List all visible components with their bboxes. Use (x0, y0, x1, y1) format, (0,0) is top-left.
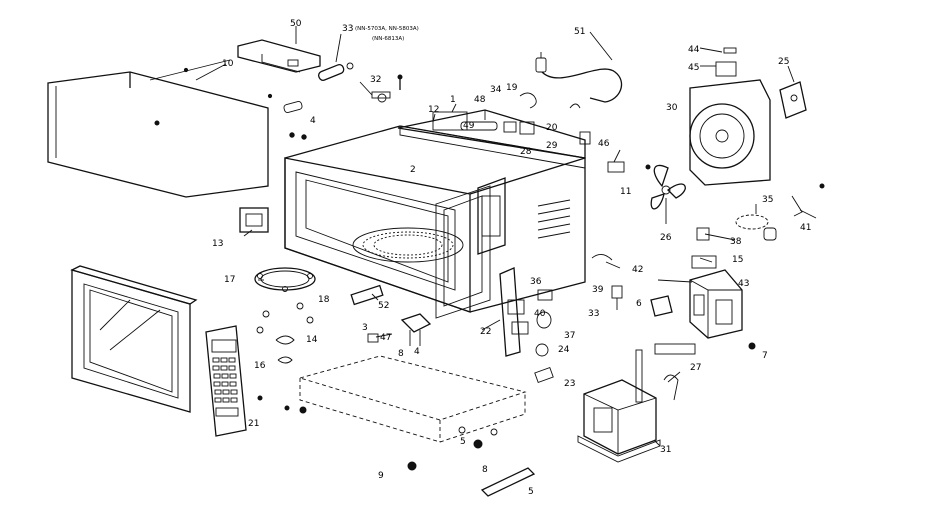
leader-lines (149, 26, 817, 447)
callout-30: 30 (666, 103, 678, 113)
callout-52: 52 (378, 301, 389, 311)
callout-21: 21 (248, 419, 259, 429)
callout-5-bottom: 5 (528, 487, 534, 497)
callout-46: 46 (598, 139, 610, 149)
callout-16: 16 (254, 361, 266, 371)
callout-44: 44 (688, 45, 700, 55)
outer-cabinet (47, 67, 273, 198)
callout-23: 23 (564, 379, 575, 389)
oven-cavity (284, 125, 586, 319)
control-panel (205, 325, 247, 437)
callout-33-bottom: 33 (588, 309, 599, 319)
callout-49: 49 (463, 121, 475, 131)
callout-29: 29 (546, 141, 558, 151)
callout-32: 32 (370, 75, 381, 85)
callout-43: 43 (738, 279, 749, 289)
fuse (318, 62, 354, 81)
callout-34: 34 (490, 85, 502, 95)
callout-2: 2 (410, 165, 416, 175)
callout-5-center: 5 (460, 437, 466, 447)
callout-1: 1 (450, 95, 456, 105)
callout-35: 35 (762, 195, 773, 205)
callout-8-center: 8 (398, 349, 404, 359)
callout-38: 38 (730, 237, 742, 247)
callout-7: 7 (762, 351, 768, 361)
callout-26: 26 (660, 233, 672, 243)
callout-28: 28 (520, 147, 532, 157)
callout-3: 3 (362, 323, 368, 333)
callout-45: 45 (688, 63, 699, 73)
callout-4-center: 4 (414, 347, 420, 357)
callout-24: 24 (558, 345, 570, 355)
callout-40: 40 (534, 309, 546, 319)
magnetron (689, 269, 743, 339)
small-parts-top (283, 74, 651, 173)
shaft-part-5 (480, 467, 536, 497)
callout-19: 19 (506, 83, 518, 93)
callout-17: 17 (224, 275, 235, 285)
back-plate (397, 109, 586, 159)
callout-33-note-1: (NN-5703A, NN-5803A) (355, 26, 419, 32)
parts-27-7 (635, 342, 756, 403)
callout-41: 41 (800, 223, 811, 233)
callout-47: 47 (380, 333, 391, 343)
callout-48: 48 (474, 95, 486, 105)
callout-20: 20 (546, 123, 558, 133)
callout-33-top: 33 (342, 24, 353, 34)
callout-11: 11 (620, 187, 631, 197)
small-parts-left (239, 207, 314, 414)
fan-blade (650, 164, 686, 210)
callout-22: 22 (480, 327, 491, 337)
parts-6-39 (611, 285, 673, 317)
bottom-plate (298, 355, 527, 471)
callout-6: 6 (636, 299, 642, 309)
callout-27: 27 (690, 363, 701, 373)
door-switch-assembly (499, 254, 613, 384)
callout-labels: 50 33 (NN-5703A, NN-5803A) (NN-6813A) 51… (212, 19, 811, 497)
fan-motor-housing (689, 47, 771, 186)
callout-18: 18 (318, 295, 330, 305)
callout-12: 12 (428, 105, 439, 115)
callout-10: 10 (222, 59, 234, 69)
power-cord (535, 52, 623, 103)
callout-8-bottom: 8 (482, 465, 488, 475)
callout-37: 37 (564, 331, 575, 341)
callout-39: 39 (592, 285, 604, 295)
top-bracket (237, 39, 321, 73)
callout-42: 42 (632, 265, 643, 275)
callout-15: 15 (732, 255, 743, 265)
callout-13: 13 (212, 239, 223, 249)
callout-9: 9 (378, 471, 384, 481)
callout-36: 36 (530, 277, 542, 287)
callout-50: 50 (290, 19, 302, 29)
oven-door (70, 265, 198, 413)
parts-right-cluster (691, 183, 825, 269)
parts-center-bottom (350, 284, 432, 346)
hv-transformer (577, 379, 661, 463)
callout-4-top: 4 (310, 116, 316, 126)
callout-14: 14 (306, 335, 318, 345)
bracket-25 (779, 81, 807, 119)
callout-51: 51 (574, 27, 585, 37)
callout-33-note-2: (NN-6813A) (372, 36, 404, 42)
callout-25: 25 (778, 57, 789, 67)
turntable-roller-ring (254, 267, 316, 292)
callout-31: 31 (660, 445, 671, 455)
